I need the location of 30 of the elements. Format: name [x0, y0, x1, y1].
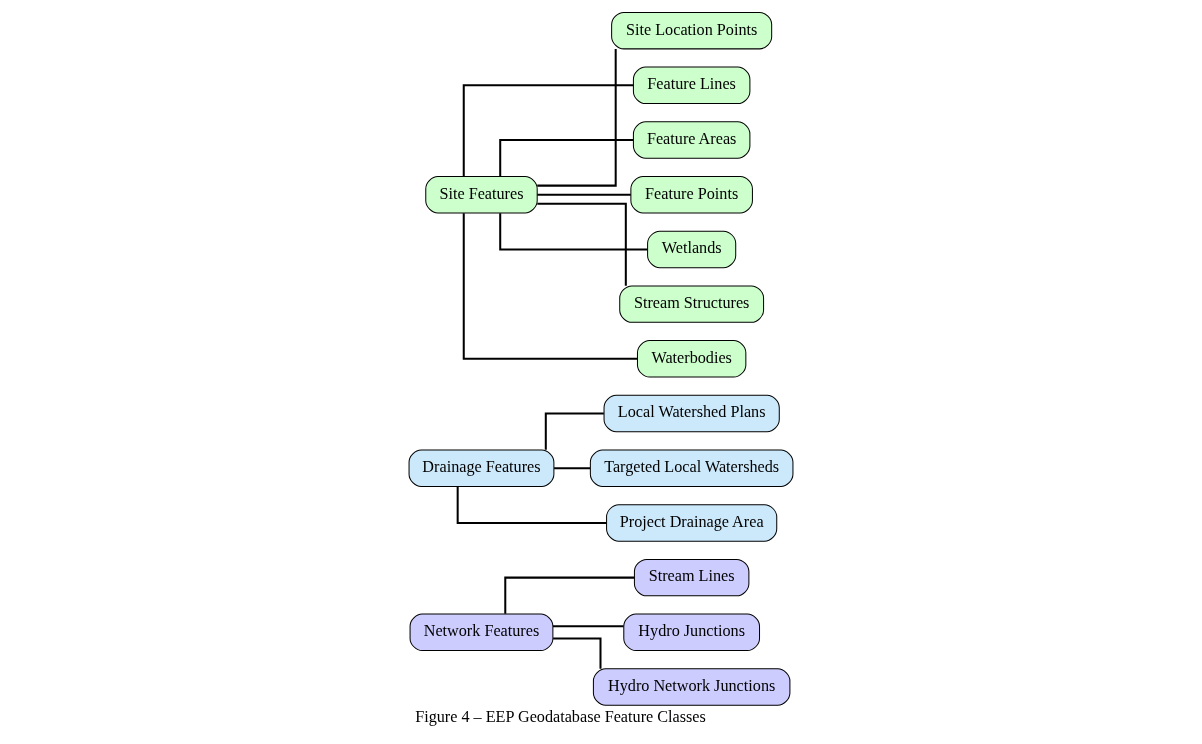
connector	[554, 467, 591, 470]
node-box: Stream Structures	[619, 285, 765, 323]
node-box: Network Features	[409, 613, 554, 652]
connector	[553, 637, 602, 669]
connector	[552, 625, 624, 628]
connector	[462, 84, 634, 177]
connector	[544, 412, 604, 450]
node-box: Feature Points	[630, 176, 753, 214]
caption: Figure 4 – EEP Geodatabase Feature Classes	[415, 708, 706, 727]
connector	[504, 576, 635, 614]
connector	[499, 213, 648, 251]
node-box: Site Location Points	[611, 11, 773, 50]
node-box: Stream Lines	[633, 558, 750, 597]
connector	[537, 202, 627, 286]
connector	[499, 139, 634, 177]
node-box: Feature Lines	[632, 66, 751, 105]
connector	[456, 486, 607, 524]
connector	[537, 193, 631, 196]
node-box: Wetlands	[647, 230, 737, 269]
node-box: Hydro Junctions	[623, 613, 761, 652]
node-box: Waterbodies	[636, 340, 747, 378]
connector	[462, 213, 638, 360]
node-box: Targeted Local Watersheds	[589, 449, 794, 487]
node-box: Feature Areas	[632, 121, 751, 159]
node-box: Local Watershed Plans	[603, 394, 780, 433]
connector	[537, 49, 617, 187]
node-box: Site Features	[425, 176, 538, 214]
node-box: Hydro Network Junctions	[592, 668, 791, 706]
node-box: Project Drainage Area	[606, 504, 778, 542]
node-box: Drainage Features	[408, 449, 555, 487]
